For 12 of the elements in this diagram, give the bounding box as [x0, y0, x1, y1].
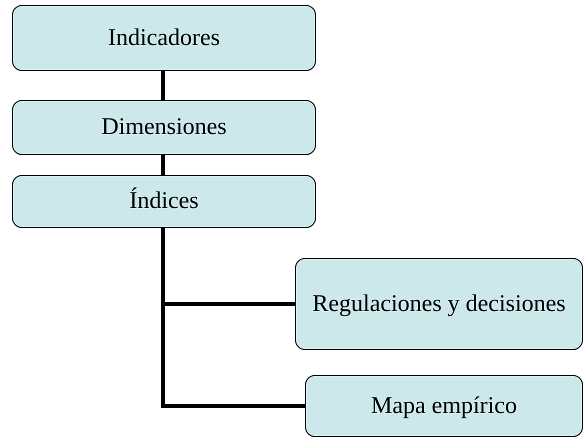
connector-line	[161, 155, 165, 175]
box-label: Regulaciones y decisiones	[312, 290, 566, 319]
box-label: Indicadores	[108, 24, 220, 53]
process-box	[295, 258, 583, 350]
box-label: Dimensiones	[101, 113, 227, 142]
process-box	[12, 5, 316, 71]
process-box	[305, 375, 583, 437]
box-label: Mapa empírico	[371, 392, 517, 421]
process-box	[12, 100, 316, 155]
connector-line	[161, 71, 165, 100]
process-box	[12, 175, 316, 228]
box-label: Índices	[129, 186, 199, 216]
